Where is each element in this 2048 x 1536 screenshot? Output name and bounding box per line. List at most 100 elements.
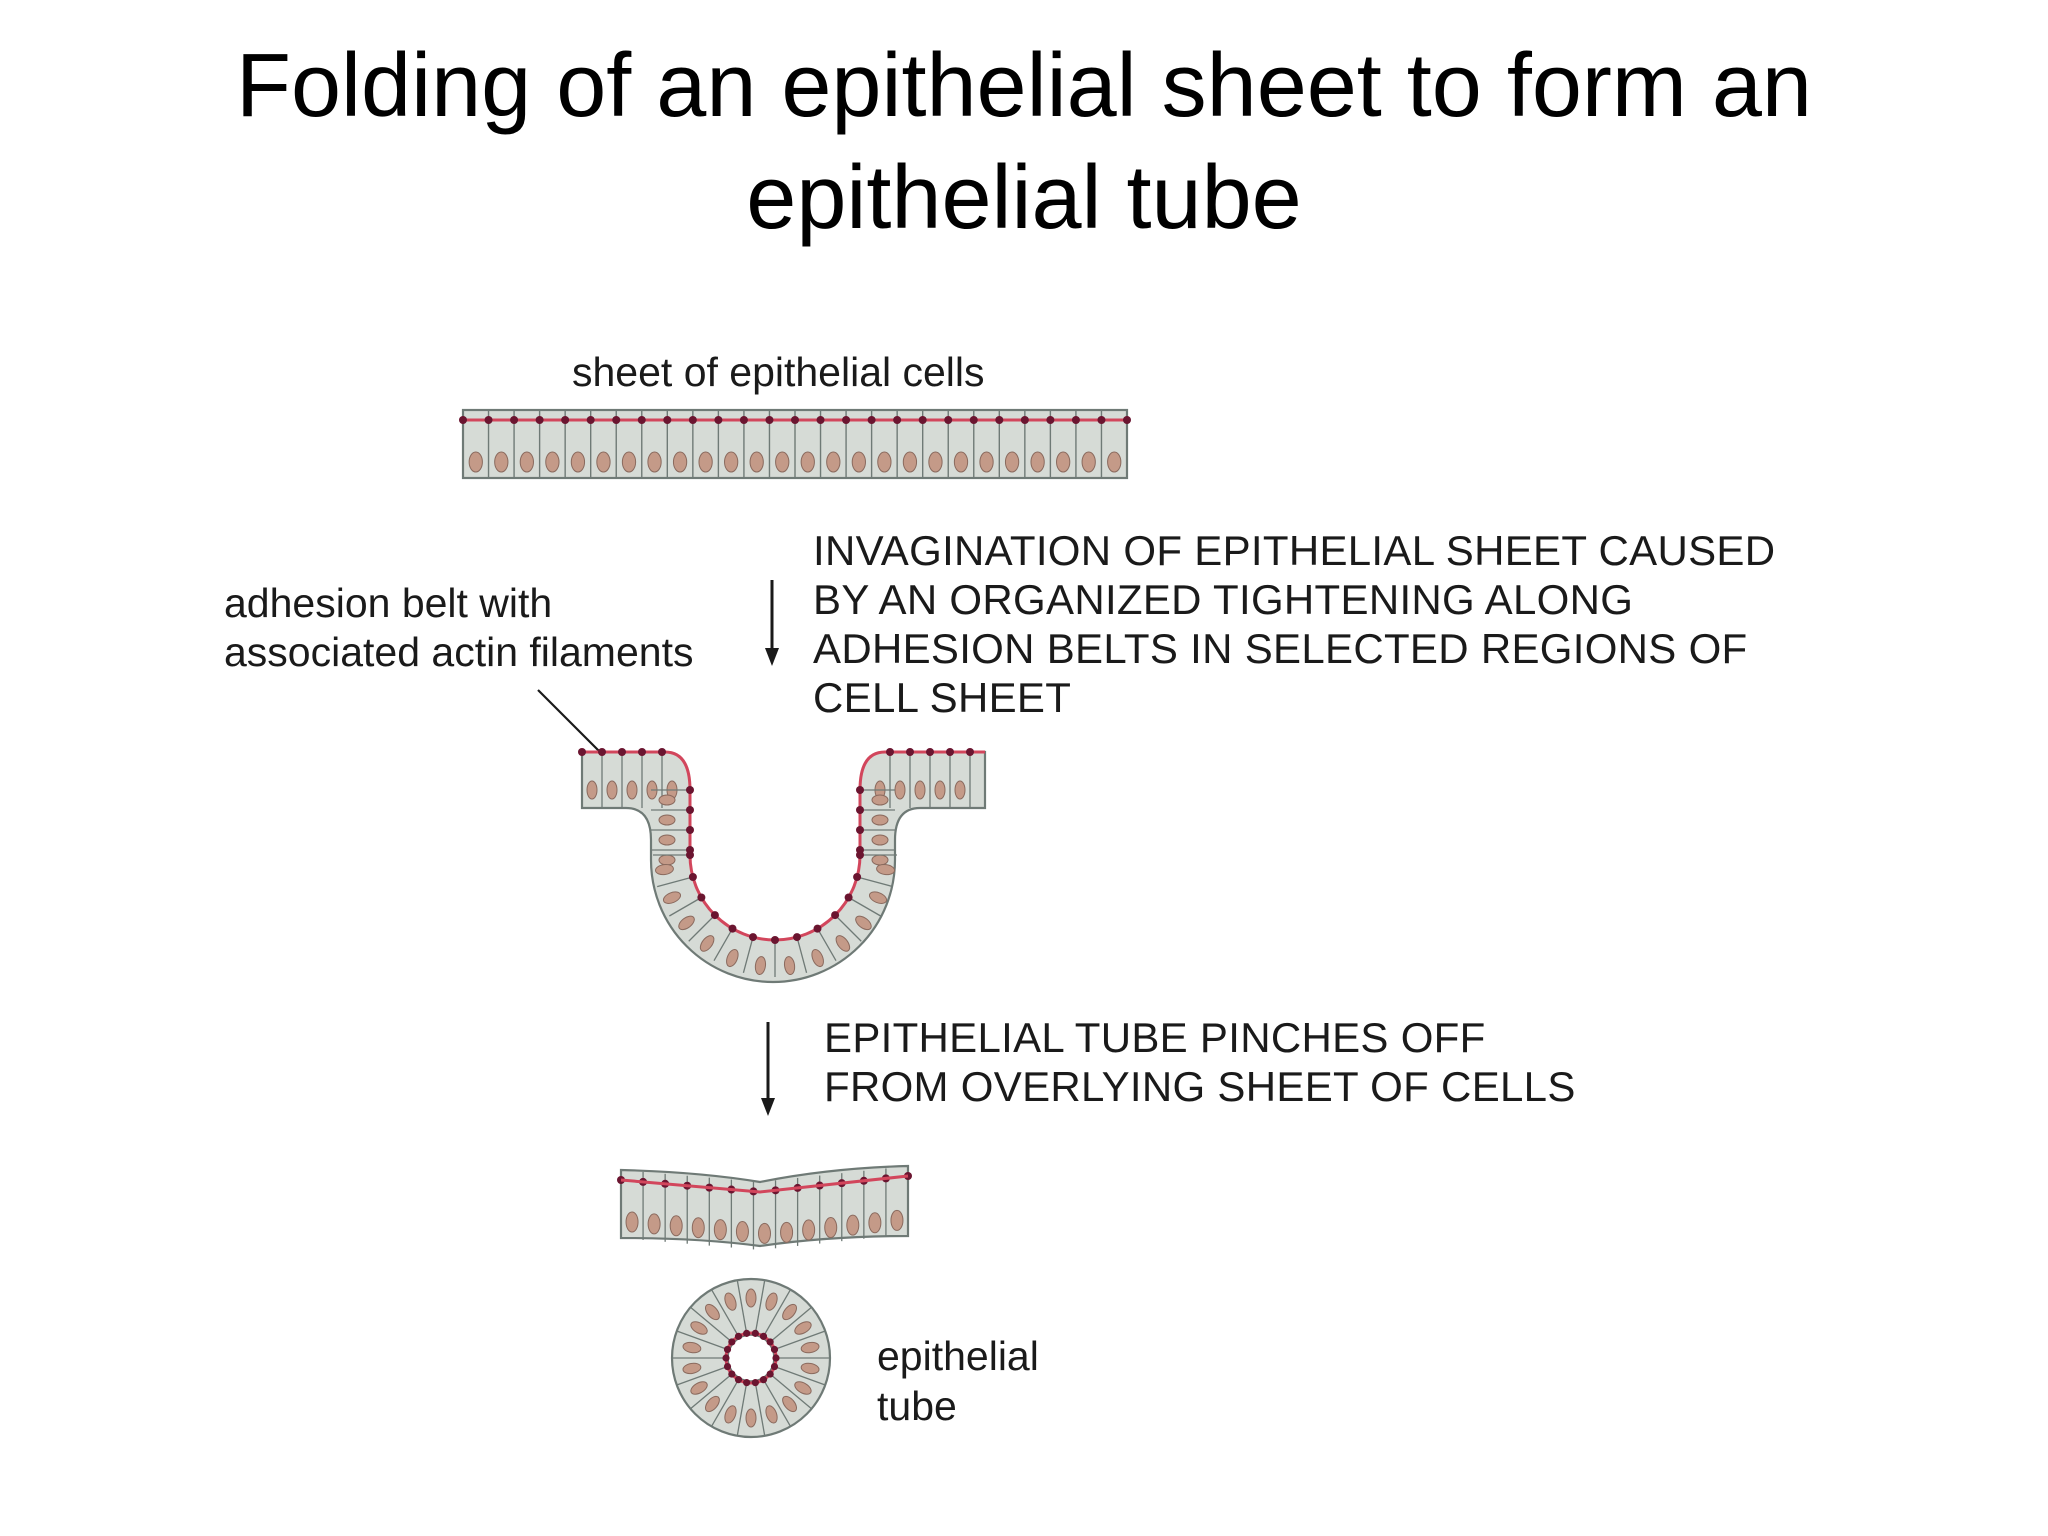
overlying-adhesion-belt — [620, 1174, 909, 1194]
adherens-junction — [813, 924, 822, 933]
adherens-junction — [714, 416, 723, 424]
cell-nucleus — [658, 854, 676, 866]
cell-nucleus — [754, 956, 767, 975]
cell-nucleus — [745, 1408, 757, 1428]
adhesion-belt-label-line-2: associated actin filaments — [224, 629, 693, 675]
cell-nucleus — [871, 794, 889, 806]
cell-nucleus — [934, 780, 946, 800]
cell-nucleus — [726, 948, 739, 968]
cell-nucleus — [979, 451, 994, 473]
tube-label-line-2: tube — [877, 1383, 957, 1429]
cell-nucleus — [800, 451, 815, 473]
cell-boundary — [736, 1380, 748, 1436]
cell-nucleus — [800, 1362, 820, 1375]
cell-nucleus — [1030, 451, 1045, 473]
cell-nucleus — [1081, 451, 1096, 473]
cell-boundary — [796, 936, 808, 974]
adherens-junction — [867, 416, 876, 424]
cell-nucleus — [662, 891, 682, 904]
invagination-text-line-2: BY AN ORGANIZED TIGHTENING ALONG — [813, 576, 1633, 623]
cell-nucleus — [824, 1217, 838, 1239]
cell-boundary — [768, 1306, 812, 1344]
cell-boundary — [761, 1377, 792, 1427]
adherens-junction — [751, 1379, 759, 1387]
adherens-junction — [1020, 416, 1029, 424]
cell-boundary — [754, 1280, 766, 1336]
cell-boundary — [848, 896, 881, 917]
adherens-junction — [618, 748, 626, 756]
adherens-junction — [856, 851, 864, 859]
cell-nucleus — [519, 451, 534, 473]
cell-boundary — [754, 1380, 766, 1436]
adherens-junction — [831, 911, 840, 920]
adherens-junction — [510, 416, 519, 424]
adherens-junction — [886, 748, 894, 756]
adherens-junction — [658, 748, 666, 756]
cell-nucleus — [953, 451, 969, 473]
adherens-junction — [995, 416, 1004, 424]
adherens-junction — [686, 806, 694, 814]
cell-nucleus — [780, 1221, 794, 1243]
adherens-junction — [697, 893, 706, 902]
adhesion-belt-pointer-line — [537, 689, 601, 753]
cell-nucleus — [678, 915, 695, 931]
invagination-arrow — [765, 580, 779, 666]
adherens-junction — [686, 826, 694, 834]
cell-nucleus — [724, 1405, 737, 1424]
cell-nucleus — [669, 1215, 683, 1237]
cell-boundary — [690, 1306, 734, 1344]
cell-boundary — [713, 928, 734, 961]
invaginated-sheet-cells — [581, 752, 971, 977]
tube-junctions — [722, 1329, 780, 1387]
cell-nucleus — [647, 451, 662, 473]
cell-nucleus — [851, 451, 866, 473]
cell-boundary — [772, 1365, 826, 1386]
cell-boundary — [676, 1365, 730, 1386]
adherens-junction — [966, 748, 974, 756]
cell-nucleus — [877, 451, 892, 473]
cell-nucleus — [626, 780, 638, 800]
cell-nucleus — [1107, 451, 1122, 473]
cell-nucleus — [871, 834, 889, 846]
cell-boundary — [856, 876, 894, 888]
cell-boundary — [676, 1330, 730, 1351]
adherens-junction — [759, 1332, 768, 1340]
cell-nucleus — [494, 451, 509, 473]
adherens-junction — [728, 1338, 736, 1346]
adherens-junction — [710, 911, 719, 920]
adherens-junction — [739, 416, 748, 424]
cell-nucleus — [758, 1222, 771, 1244]
cell-nucleus — [658, 794, 676, 806]
adherens-junction — [1046, 416, 1055, 424]
cell-nucleus — [690, 1381, 708, 1395]
cell-nucleus — [713, 1219, 727, 1241]
adherens-junction — [637, 416, 646, 424]
adherens-junction — [771, 936, 779, 944]
adherens-junction — [926, 748, 934, 756]
adherens-junction — [856, 806, 864, 814]
adherens-junction — [612, 416, 621, 424]
cell-nucleus — [835, 935, 851, 952]
cell-nucleus — [658, 814, 676, 826]
adherens-junction — [1071, 416, 1080, 424]
cell-nucleus — [871, 814, 889, 826]
cell-boundary — [761, 1289, 792, 1339]
adherens-junction — [598, 748, 606, 756]
cell-nucleus — [698, 451, 713, 473]
adherens-junction — [816, 416, 825, 424]
cell-nucleus — [794, 1321, 812, 1335]
cell-nucleus — [570, 451, 586, 473]
adherens-junction — [842, 416, 851, 424]
adherens-junction — [969, 416, 978, 424]
cell-nucleus — [745, 1288, 757, 1308]
adherens-junction — [578, 748, 586, 756]
cell-boundary — [669, 896, 702, 917]
cell-nucleus — [800, 1341, 820, 1354]
cell-boundary — [772, 1330, 826, 1351]
cell-boundary — [710, 1377, 741, 1427]
title-line-2: epithelial tube — [746, 148, 1302, 248]
cell-boundary — [742, 936, 754, 974]
adherens-junction — [792, 933, 801, 942]
cell-nucleus — [658, 834, 676, 846]
cell-nucleus — [811, 948, 824, 968]
